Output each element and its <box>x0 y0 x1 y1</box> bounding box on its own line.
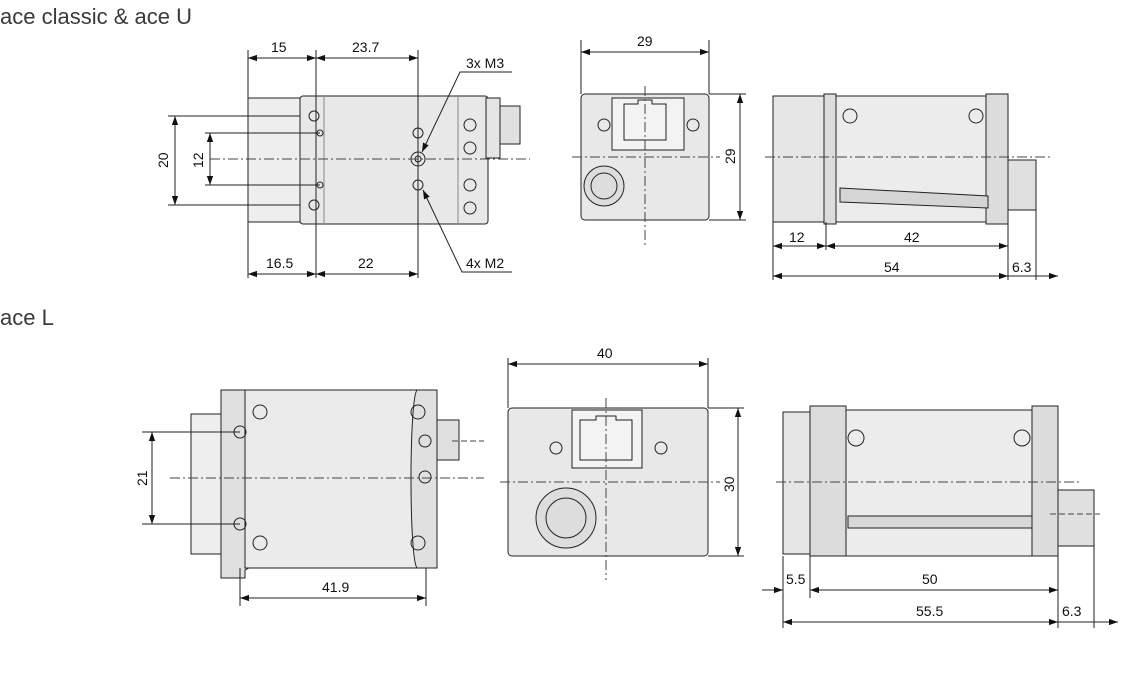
dim-label-40: 40 <box>597 345 613 361</box>
ace-l-front-view <box>500 358 744 580</box>
thread-label-3x-m3: 3x M3 <box>466 55 504 71</box>
ace-l-side-view <box>762 405 1118 628</box>
dim-label-5-5: 5.5 <box>786 571 806 587</box>
dim-label-30: 30 <box>721 476 737 492</box>
ace-u-front-view <box>572 40 746 248</box>
ace-u-top-view-labels: 15 23.7 20 12 16.5 22 3x M3 4x M2 <box>155 39 504 271</box>
dim-label-42: 42 <box>904 229 920 245</box>
dim-label-22: 22 <box>358 255 374 271</box>
dim-label-21: 21 <box>134 470 150 486</box>
thread-label-4x-m2: 4x M2 <box>466 255 504 271</box>
ace-l-front-view-labels: 40 30 <box>597 345 737 492</box>
ace-u-top-view <box>168 50 530 278</box>
section-title-ace-l: ace L <box>0 305 54 330</box>
dim-label-41-9: 41.9 <box>322 579 349 595</box>
dim-label-15: 15 <box>271 39 287 55</box>
dim-label-12-side: 12 <box>789 229 805 245</box>
ace-l-top-view <box>142 389 484 606</box>
dim-label-6-3-bottom: 6.3 <box>1062 603 1082 619</box>
ace-u-front-view-labels: 29 29 <box>637 33 738 164</box>
ace-u-side-view-labels: 12 42 54 6.3 <box>789 229 1032 275</box>
dim-label-29-width: 29 <box>637 33 653 49</box>
dim-label-55-5: 55.5 <box>916 603 943 619</box>
dim-label-16-5: 16.5 <box>266 255 293 271</box>
ace-l-top-view-labels: 21 41.9 <box>134 470 349 595</box>
dim-label-6-3-top: 6.3 <box>1012 259 1032 275</box>
dim-label-23-7: 23.7 <box>352 39 379 55</box>
dim-label-29-height: 29 <box>722 148 738 164</box>
dim-label-12: 12 <box>190 152 206 168</box>
dim-label-54: 54 <box>884 259 900 275</box>
dim-label-20: 20 <box>155 152 171 168</box>
ace-l-side-view-labels: 5.5 50 55.5 6.3 <box>786 571 1082 619</box>
ace-u-side-view <box>765 93 1058 280</box>
section-title-ace-classic-u: ace classic & ace U <box>0 4 192 29</box>
dim-label-50: 50 <box>922 571 938 587</box>
